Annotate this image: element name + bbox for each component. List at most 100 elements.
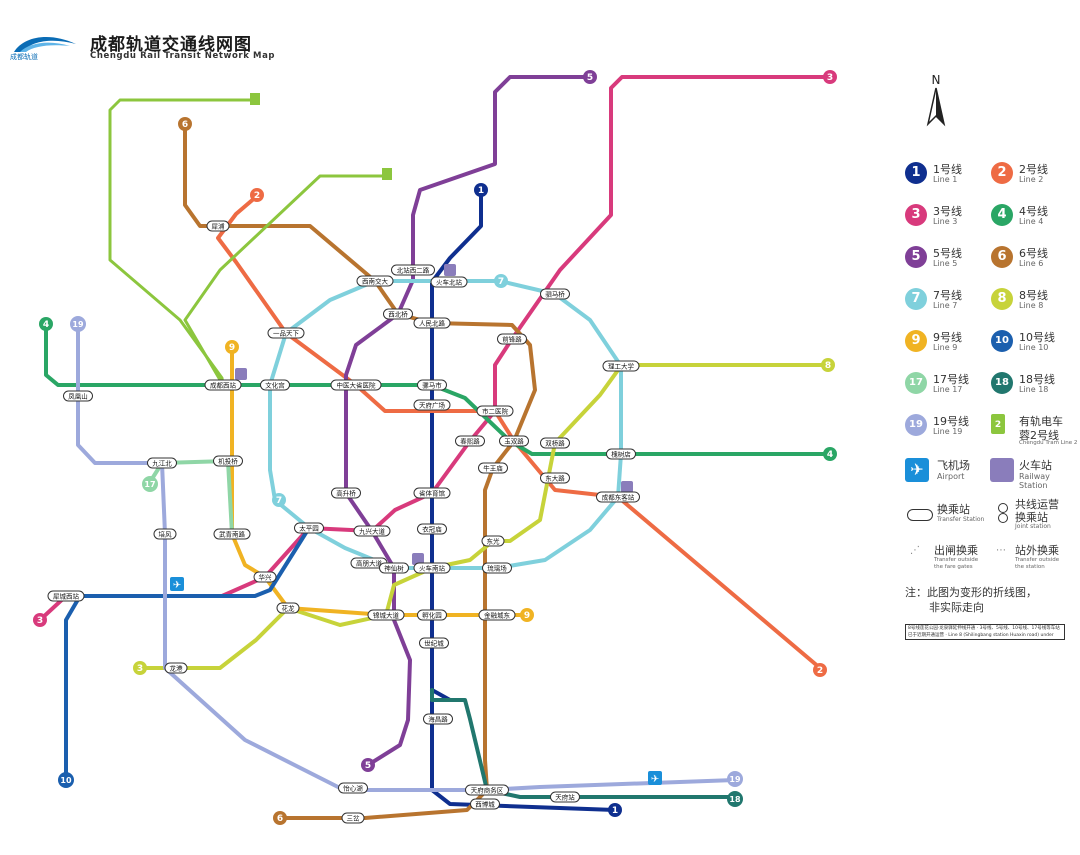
transfer-station[interactable]: 三岔 (341, 812, 365, 824)
chengdu-metro-logo (14, 37, 76, 52)
station-label: 成都西站 (210, 381, 237, 390)
terminal-line-4-east: 4 (823, 447, 837, 461)
line-7-path (268, 279, 623, 570)
station-label: 东光 (487, 537, 501, 546)
transfer-station[interactable]: 东光 (481, 535, 505, 547)
railway-label-en: Railway Station (1019, 472, 1050, 490)
transfer-station[interactable]: 犀城西站 (47, 590, 85, 602)
transfer-station[interactable]: 琉璃场 (482, 562, 512, 574)
transfer-station[interactable]: 天府广场 (413, 399, 451, 411)
transfer-station[interactable]: 凤凰山 (63, 390, 93, 402)
transfer-station[interactable]: 火车北站 (430, 276, 468, 288)
legend-label-en: 蓉2号线 (1019, 429, 1059, 442)
transfer-station[interactable]: 一品天下 (267, 327, 305, 339)
transfer-station[interactable]: 太平园 (294, 522, 324, 534)
svg-text:1: 1 (612, 806, 618, 816)
legend-label: 2号线 (1019, 163, 1048, 176)
station-label: 中医大省医院 (337, 381, 377, 390)
tram-2-branch (183, 174, 387, 387)
transfer-station[interactable]: 衣冠庙 (417, 523, 447, 535)
station-label: 犀浦 (212, 222, 226, 231)
legend-label: 6号线 (1019, 247, 1048, 260)
transfer-station[interactable]: 成都东客站 (596, 491, 640, 503)
station-label: 高朋大道 (356, 559, 383, 568)
station-label: 人民北路 (419, 319, 446, 328)
legend-badge: 3 (905, 204, 927, 226)
outgate-label: 出闸换乘 (934, 544, 978, 557)
legend-badge: 1 (905, 162, 927, 184)
transfer-station[interactable]: 理工大学 (602, 360, 640, 372)
transfer-station[interactable]: 驷马桥 (540, 288, 570, 300)
svg-text:7: 7 (498, 277, 504, 287)
station-label: 锦城大道 (373, 611, 400, 620)
transfer-station[interactable]: 槐树店 (606, 448, 636, 460)
transfer-station[interactable]: 牛王庙 (478, 462, 508, 474)
transfer-station[interactable]: 西北桥 (383, 308, 413, 320)
svg-text:3: 3 (827, 73, 833, 83)
legend-label-en: Line 2 (1019, 175, 1044, 184)
transfer-station[interactable]: 西博城 (470, 798, 500, 810)
transfer-station[interactable]: 犀浦 (206, 220, 230, 232)
transfer-station[interactable]: 春熙路 (455, 435, 485, 447)
transfer-station[interactable]: 骡马市 (417, 379, 447, 391)
legend-label: 18号线 (1019, 373, 1055, 386)
transfer-station[interactable]: 人民北路 (413, 317, 451, 329)
transfer-station[interactable]: 武青南路 (213, 528, 251, 540)
transfer-station[interactable]: 中医大省医院 (330, 379, 382, 391)
station-label: 世纪城 (424, 639, 444, 648)
transfer-station[interactable]: 华兴 (253, 571, 277, 583)
station-label: 太平园 (299, 524, 319, 533)
joint-label-en: Joint station (1015, 523, 1051, 530)
transfer-station[interactable]: 海昌路 (423, 713, 453, 725)
transfer-station[interactable]: 火车南站 (413, 562, 451, 574)
transfer-station[interactable]: 花龙 (276, 602, 300, 614)
north-arrow-icon: N (926, 73, 946, 127)
station-label: 培风 (159, 530, 173, 539)
transfer-station[interactable]: 九江北 (147, 457, 177, 469)
station-label: 九兴大道 (359, 527, 386, 536)
svg-text:6: 6 (277, 814, 283, 824)
transfer-station[interactable]: 成都西站 (204, 379, 242, 391)
station-label: 理工大学 (608, 362, 635, 371)
transfer-station[interactable]: 双桥路 (540, 437, 570, 449)
svg-text:6: 6 (182, 120, 188, 130)
terminal-line-2-west: 2 (250, 188, 264, 202)
transfer-station[interactable]: 前锋路 (497, 333, 527, 345)
transfer-station[interactable]: 孵化园 (417, 609, 447, 621)
outstation-label-en1: Transfer outside (1015, 557, 1060, 563)
terminal-line-5-north: 5 (583, 70, 597, 84)
legend-label-en: Line 6 (1019, 259, 1044, 268)
transfer-station[interactable]: 金融城东 (478, 609, 516, 621)
legend-label: 8号线 (1019, 289, 1048, 302)
transfer-station[interactable]: 机投桥 (213, 455, 243, 467)
transfer-station[interactable]: 培风 (153, 528, 177, 540)
transfer-station[interactable]: 玉双路 (499, 435, 529, 447)
transfer-station[interactable]: 西南交大 (356, 275, 394, 287)
legend-badge: 2 (991, 414, 1005, 434)
transfer-station[interactable]: 天府站 (550, 791, 580, 803)
svg-text:3: 3 (37, 616, 43, 626)
transfer-station[interactable]: 高升桥 (331, 487, 361, 499)
terminal-line-18: 18 (727, 791, 743, 807)
station-label: 火车南站 (419, 564, 446, 573)
legend-label-en: Line 5 (933, 259, 958, 268)
station-label: 天府广场 (419, 401, 446, 410)
transfer-station[interactable]: 省体育馆 (413, 487, 451, 499)
transfer-station[interactable]: 天府商务区 (465, 784, 509, 796)
transfer-station[interactable]: 神仙树 (379, 562, 409, 574)
transfer-station[interactable]: 文化宫 (260, 379, 290, 391)
transfer-station[interactable]: 九兴大道 (353, 525, 391, 537)
legend-badge: 17 (905, 372, 927, 394)
transfer-station[interactable]: 龙港 (164, 662, 188, 674)
railway-icon-west (235, 368, 247, 380)
transfer-station[interactable]: 市二医院 (476, 405, 514, 417)
transfer-station[interactable]: 世纪城 (419, 637, 449, 649)
transfer-station[interactable]: 怡心湖 (338, 782, 368, 794)
transfer-station[interactable]: 锦城大道 (367, 609, 405, 621)
transfer-station[interactable]: 北站西二路 (391, 264, 435, 276)
transfer-station[interactable]: 东大路 (540, 472, 570, 484)
